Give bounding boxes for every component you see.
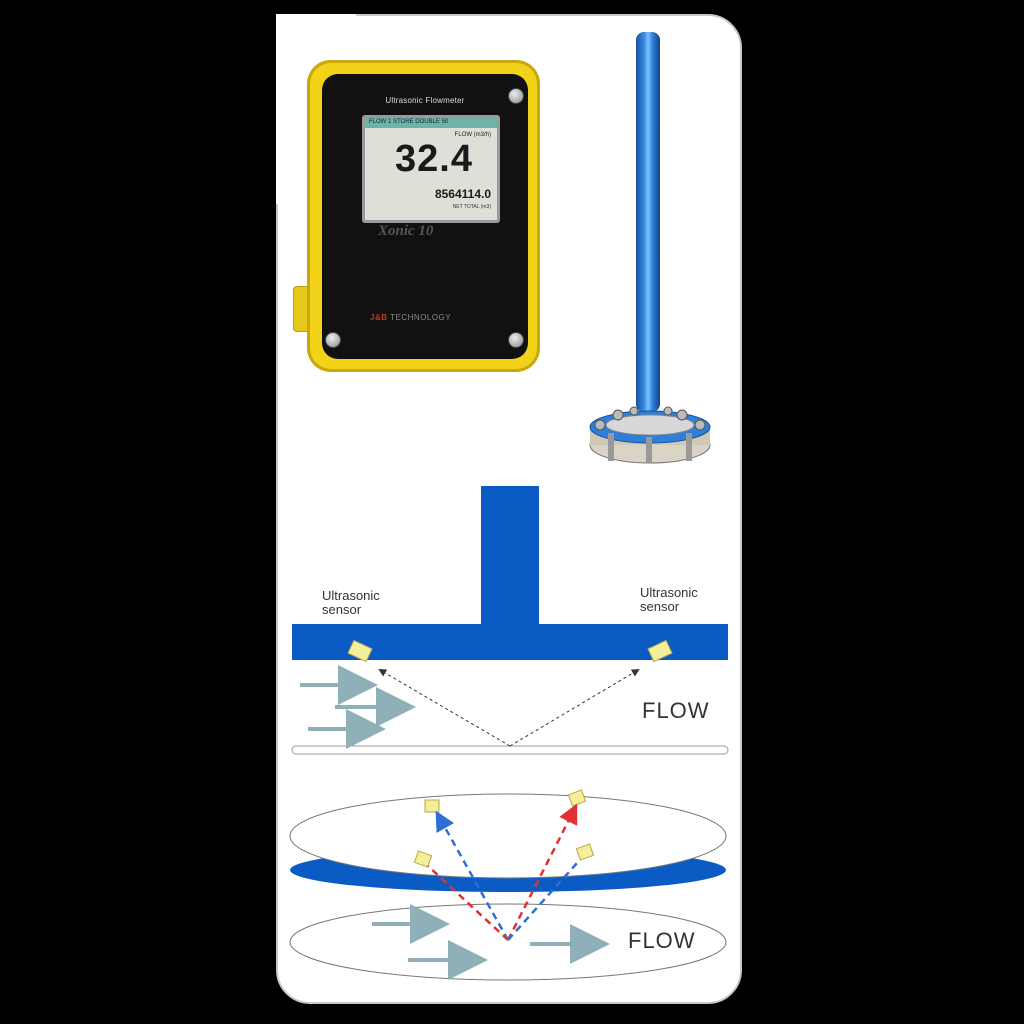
- signal-path-left: [378, 668, 511, 747]
- blue-beam: [507, 861, 579, 941]
- right-sensor-label-line1: Ultrasonic: [640, 585, 698, 600]
- pipe-top-disc: [289, 793, 727, 879]
- flow-label-bottom: FLOW: [628, 928, 696, 953]
- sensor-pad: [567, 789, 587, 807]
- right-sensor-label: Ultrasonic sensor: [640, 586, 698, 614]
- totalizer-value: 8564114.0: [434, 187, 491, 201]
- left-sensor-label: Ultrasonic sensor: [322, 589, 380, 617]
- screw-icon: [325, 332, 341, 348]
- device-model-name: Xonic 10: [378, 223, 434, 239]
- flowmeter-display: FLOW 1 STORE DOUBLE 50 FLOW (m3/h) 32.4 …: [362, 115, 500, 223]
- red-beam: [506, 803, 578, 941]
- left-sensor: [347, 639, 373, 663]
- device-title: Ultrasonic Flowmeter: [385, 96, 465, 105]
- manufacturer-logo: J&B TECHNOLOGY: [370, 313, 451, 322]
- red-beam: [427, 865, 509, 941]
- flow-label-top: FLOW: [642, 698, 710, 723]
- right-sensor-label-line2: sensor: [640, 599, 680, 614]
- display-unit-label: FLOW (m3/h): [454, 132, 491, 138]
- left-sensor-label-line2: sensor: [322, 602, 362, 617]
- manufacturer-name: TECHNOLOGY: [390, 313, 452, 322]
- display-status-text: FLOW 1 STORE DOUBLE 50: [369, 119, 449, 125]
- left-sensor-label-line1: Ultrasonic: [322, 588, 380, 603]
- probe-stem: [481, 486, 539, 624]
- display-status-bar: FLOW 1 STORE DOUBLE 50: [365, 118, 497, 128]
- right-sensor: [647, 639, 673, 663]
- sensor-pad: [575, 843, 595, 861]
- flow-reading: 32.4: [395, 138, 473, 180]
- screw-icon: [508, 332, 524, 348]
- pipe-bottom-wall: [291, 745, 729, 755]
- totalizer-label: NET TOTAL (m3): [452, 204, 491, 210]
- screw-icon: [508, 88, 524, 104]
- sensor-pad: [424, 799, 440, 813]
- sensor-probe-rod: [636, 32, 660, 412]
- signal-path-right: [509, 668, 640, 747]
- manufacturer-mark: J&B: [370, 313, 388, 322]
- sensor-pad: [413, 850, 433, 868]
- probe-mounting-flange: [589, 406, 711, 464]
